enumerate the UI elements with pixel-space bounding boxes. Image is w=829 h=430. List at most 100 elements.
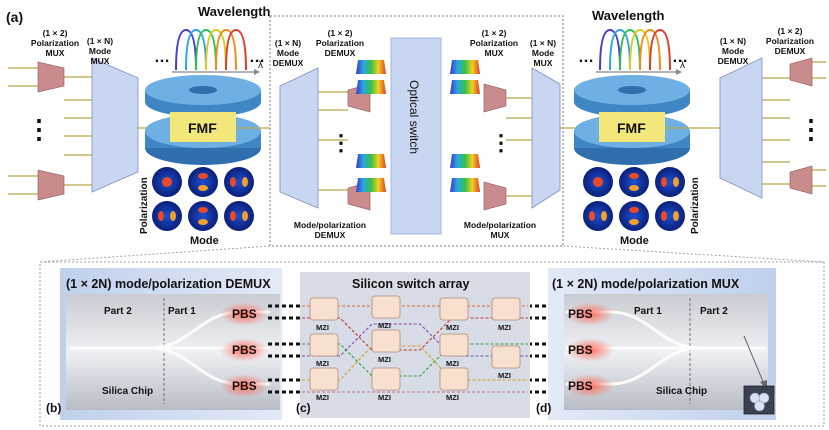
fmf-spool-left [145,75,261,165]
panel-label-b: (b) [46,401,61,415]
mode-patterns-right [583,167,685,231]
wavelength-spectrum-left [175,28,247,71]
mode-demux-right [719,57,763,199]
left-vdots: ⋮ [26,114,52,144]
svg-text:(1 × 2): (1 × 2) [778,26,803,36]
svg-text:MUX: MUX [485,48,504,58]
left-mode-mux-label: (1 × N) Mode MUX [87,36,113,66]
svg-text:Polarization: Polarization [766,36,814,46]
middle-pol-mux-label: (1 × 2) Polarization MUX [470,28,518,58]
optical-switch-label: Optical switch [407,80,421,154]
middle-vdots-right: ⋮ [490,130,512,155]
svg-text:Mode/polarization: Mode/polarization [464,220,536,230]
mux-title: (1 × 2N) mode/polarization MUX [552,277,740,291]
mode-demux-middle [279,67,319,209]
svg-text:MZI: MZI [316,359,329,368]
wavelength-label-left: Wavelength [198,4,271,19]
svg-text:MZI: MZI [378,355,391,364]
left-input-lines [8,67,168,195]
switch-title: Silicon switch array [352,277,469,291]
panel-label-a: (a) [6,9,23,25]
fmf-spool-right [574,75,690,165]
mode-label-left: Mode [190,235,219,247]
svg-text:(1 × 2): (1 × 2) [43,28,68,38]
zoom-connectors [39,245,825,263]
wavelength-spectrum-right [599,28,671,71]
mode-label-right: Mode [620,235,649,247]
panel-label-c: (c) [296,401,311,415]
bottom-frame [39,261,825,427]
svg-text:MZI: MZI [446,359,459,368]
demux-title: (1 × 2N) mode/polarization DEMUX [66,277,271,291]
svg-text:MUX: MUX [46,48,65,58]
pbs-right-2: PBS [568,343,593,357]
svg-text:MZI: MZI [378,393,391,402]
ellipsis-left-a: … [154,49,170,66]
pol-demux-right-bottom [789,165,813,195]
switch-node-box [269,15,564,247]
svg-text:DEMUX: DEMUX [315,230,346,240]
ellipsis-right-b: … [672,49,688,66]
lambda-right: λ [680,60,685,71]
lambda-left: λ [258,60,263,71]
spectra-middle-left [356,60,386,192]
polarization-label-right: Polarization [690,177,701,234]
mode-patterns-left [152,167,254,231]
svg-text:Polarization: Polarization [316,38,364,48]
fmf-label-left: FMF [188,120,217,136]
svg-text:(1 × N): (1 × N) [275,38,301,48]
ellipsis-left-b: … [249,49,265,66]
svg-text:MZI: MZI [378,321,391,330]
mzi-blocks [309,295,521,391]
svg-text:MZI: MZI [498,323,511,332]
right-pol-demux-label: (1 × 2) Polarization DEMUX [766,26,814,56]
silica-chip-label-left: Silica Chip [102,386,153,397]
svg-text:Mode: Mode [722,46,744,56]
svg-text:DEMUX: DEMUX [273,58,304,68]
part2-label-left: Part 2 [104,306,132,317]
middle-pol-demux-label: (1 × 2) Polarization DEMUX [316,28,364,58]
pbs-right-1: PBS [568,307,593,321]
pbs-glows-left [220,302,268,398]
svg-text:Mode: Mode [277,48,299,58]
mode-mux-left [91,57,139,193]
optical-switch-block [390,37,442,235]
svg-text:DEMUX: DEMUX [325,48,356,58]
pbs-left-1: PBS [232,307,257,321]
right-mode-demux-label: (1 × N) Mode DEMUX [718,36,749,66]
middle-caption-left: Mode/polarization DEMUX [294,220,366,240]
mode-mux-middle [531,67,561,209]
svg-text:MZI: MZI [316,323,329,332]
svg-text:(1 × 2): (1 × 2) [482,28,507,38]
svg-text:MUX: MUX [534,58,553,68]
svg-text:Mode/polarization: Mode/polarization [294,220,366,230]
pbs-glows-right [566,302,614,398]
left-pol-mux-label: (1 × 2) Polarization MUX [31,28,79,58]
svg-text:Polarization: Polarization [31,38,79,48]
svg-text:(1 × N): (1 × N) [720,36,746,46]
pbs-left-3: PBS [232,379,257,393]
middle-caption-right: Mode/polarization MUX [464,220,536,240]
middle-vdots-left: ⋮ [330,130,352,155]
svg-text:MUX: MUX [491,230,510,240]
wavelength-label-right: Wavelength [592,8,665,23]
pol-mux-left-bottom [37,169,65,201]
fiber-cores-icon [749,392,770,412]
svg-text:Mode: Mode [89,46,111,56]
silica-chip-label-right: Silica Chip [656,386,707,397]
svg-text:Mode: Mode [532,48,554,58]
right-vdots: ⋮ [798,114,824,144]
svg-text:(1 × N): (1 × N) [87,36,113,46]
lambda-arrow-left [254,69,260,75]
panel-label-d: (d) [536,401,551,415]
pol-mux-middle-bottom [483,181,507,211]
middle-mode-mux-label: (1 × N) Mode MUX [530,38,556,68]
svg-text:MZI: MZI [446,393,459,402]
svg-text:Polarization: Polarization [470,38,518,48]
svg-text:MZI: MZI [446,323,459,332]
part2-label-right: Part 2 [700,306,728,317]
mzi-labels: MZI MZI MZI MZI MZI MZI MZI MZI MZI MZI … [316,321,511,402]
fmf-label-right: FMF [617,120,646,136]
lambda-arrow-right [676,69,682,75]
svg-text:DEMUX: DEMUX [718,56,749,66]
